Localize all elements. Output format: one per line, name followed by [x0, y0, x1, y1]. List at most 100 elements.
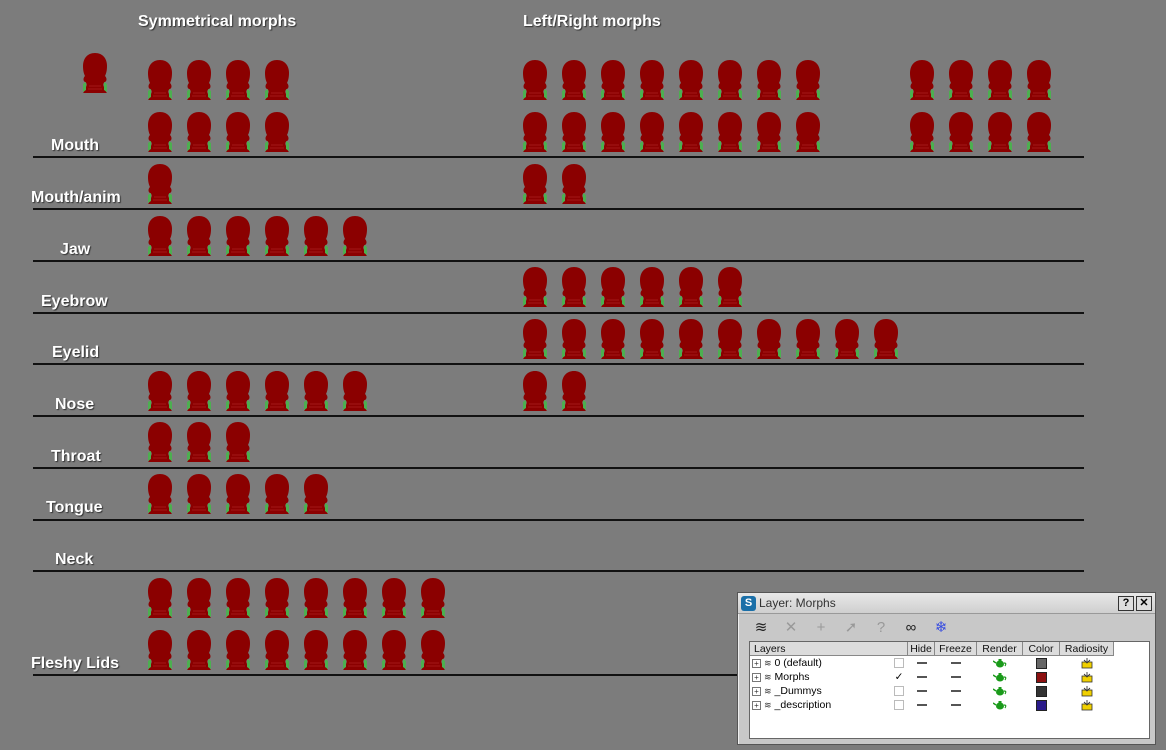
morph-head-thumbnail[interactable] [946, 111, 976, 153]
morph-head-thumbnail[interactable] [262, 370, 292, 412]
morph-head-thumbnail[interactable] [301, 577, 331, 619]
morph-head-thumbnail[interactable] [637, 318, 667, 360]
morph-head-thumbnail[interactable] [793, 59, 823, 101]
morph-head-thumbnail[interactable] [715, 59, 745, 101]
morph-head-thumbnail[interactable] [559, 318, 589, 360]
morph-head-thumbnail[interactable] [340, 577, 370, 619]
color-swatch[interactable] [1036, 671, 1047, 683]
radiosity-cell[interactable] [1060, 656, 1114, 670]
expand-icon[interactable]: + [752, 686, 761, 696]
morph-head-thumbnail[interactable] [262, 473, 292, 515]
morph-head-thumbnail[interactable] [793, 111, 823, 153]
close-button[interactable]: ✕ [1136, 595, 1152, 611]
morph-head-thumbnail[interactable] [418, 577, 448, 619]
color-swatch[interactable] [1036, 699, 1047, 711]
hide-cell[interactable] [908, 684, 935, 698]
morph-head-thumbnail[interactable] [676, 111, 706, 153]
morph-head-thumbnail[interactable] [379, 577, 409, 619]
morph-head-thumbnail[interactable] [184, 629, 214, 671]
expand-icon[interactable]: + [752, 672, 761, 682]
color-cell[interactable] [1023, 656, 1060, 670]
morph-head-thumbnail[interactable] [418, 629, 448, 671]
dialog-title-bar[interactable]: S Layer: Morphs ? ✕ [738, 593, 1155, 614]
morph-head-thumbnail[interactable] [184, 577, 214, 619]
freeze-cell[interactable] [935, 670, 977, 684]
morph-head-thumbnail[interactable] [715, 266, 745, 308]
morph-head-thumbnail[interactable] [985, 111, 1015, 153]
morph-head-thumbnail[interactable] [1024, 59, 1054, 101]
color-cell[interactable] [1023, 684, 1060, 698]
layer-row[interactable]: + ≋ _Dummys [750, 684, 1149, 698]
morph-head-thumbnail[interactable] [262, 577, 292, 619]
hide-cell[interactable] [908, 656, 935, 670]
morph-head-thumbnail[interactable] [340, 629, 370, 671]
morph-head-thumbnail[interactable] [520, 266, 550, 308]
morph-head-thumbnail[interactable] [184, 111, 214, 153]
radiosity-cell[interactable] [1060, 684, 1114, 698]
morph-head-thumbnail[interactable] [223, 59, 253, 101]
morph-head-thumbnail[interactable] [184, 59, 214, 101]
morph-head-thumbnail[interactable] [559, 370, 589, 412]
color-cell[interactable] [1023, 670, 1060, 684]
morph-head-thumbnail[interactable] [520, 318, 550, 360]
current-layer-cell[interactable]: ✓ [890, 670, 908, 684]
morph-head-thumbnail[interactable] [598, 266, 628, 308]
render-cell[interactable] [977, 670, 1023, 684]
morph-head-thumbnail[interactable] [184, 421, 214, 463]
layer-row[interactable]: + ≋ Morphs ✓ [750, 670, 1149, 684]
morph-head-thumbnail[interactable] [262, 215, 292, 257]
morph-head-thumbnail[interactable] [145, 215, 175, 257]
col-freeze[interactable]: Freeze [935, 642, 977, 656]
col-radiosity[interactable]: Radiosity [1060, 642, 1114, 656]
color-cell[interactable] [1023, 698, 1060, 712]
hide-cell[interactable] [908, 670, 935, 684]
checkbox-icon[interactable] [894, 700, 904, 711]
morph-head-thumbnail[interactable] [520, 59, 550, 101]
morph-head-thumbnail[interactable] [676, 266, 706, 308]
morph-head-thumbnail[interactable] [871, 318, 901, 360]
morph-head-thumbnail[interactable] [145, 577, 175, 619]
render-cell[interactable] [977, 698, 1023, 712]
color-swatch[interactable] [1036, 657, 1047, 669]
morph-head-thumbnail[interactable] [262, 59, 292, 101]
morph-head-thumbnail[interactable] [559, 163, 589, 205]
morph-head-thumbnail[interactable] [754, 111, 784, 153]
morph-head-thumbnail[interactable] [145, 59, 175, 101]
morph-head-thumbnail[interactable] [520, 163, 550, 205]
col-hide[interactable]: Hide [908, 642, 935, 656]
help-icon[interactable]: ? [876, 619, 886, 636]
freeze-cell[interactable] [935, 656, 977, 670]
morph-head-thumbnail[interactable] [754, 318, 784, 360]
add-selection-icon[interactable]: + [816, 619, 826, 636]
morph-head-thumbnail[interactable] [223, 111, 253, 153]
morph-head-thumbnail[interactable] [145, 629, 175, 671]
morph-head-thumbnail[interactable] [637, 266, 667, 308]
current-layer-cell[interactable] [890, 698, 908, 712]
morph-head-thumbnail[interactable] [223, 473, 253, 515]
checkbox-icon[interactable] [894, 658, 904, 669]
morph-head-thumbnail[interactable] [1024, 111, 1054, 153]
current-layer-cell[interactable] [890, 656, 908, 670]
morph-head-thumbnail[interactable] [907, 59, 937, 101]
hide-toggle-icon[interactable]: ∞ [905, 619, 917, 636]
delete-icon[interactable]: ✕ [784, 619, 798, 636]
freeze-toggle-icon[interactable]: ❄ [934, 619, 948, 636]
morph-head-thumbnail[interactable] [559, 111, 589, 153]
morph-head-thumbnail[interactable] [907, 111, 937, 153]
morph-head-thumbnail[interactable] [676, 59, 706, 101]
layer-name-cell[interactable]: + ≋ _description [750, 698, 890, 712]
morph-head-thumbnail[interactable] [520, 370, 550, 412]
morph-head-thumbnail[interactable] [715, 111, 745, 153]
color-swatch[interactable] [1036, 685, 1047, 697]
morph-head-thumbnail[interactable] [223, 421, 253, 463]
morph-head-thumbnail[interactable] [637, 59, 667, 101]
morph-head-thumbnail[interactable] [80, 52, 110, 94]
morph-head-thumbnail[interactable] [520, 111, 550, 153]
morph-head-thumbnail[interactable] [145, 473, 175, 515]
morph-head-thumbnail[interactable] [379, 629, 409, 671]
render-cell[interactable] [977, 684, 1023, 698]
morph-head-thumbnail[interactable] [559, 59, 589, 101]
morph-head-thumbnail[interactable] [793, 318, 823, 360]
layer-name-cell[interactable]: + ≋ 0 (default) [750, 656, 890, 670]
hide-cell[interactable] [908, 698, 935, 712]
